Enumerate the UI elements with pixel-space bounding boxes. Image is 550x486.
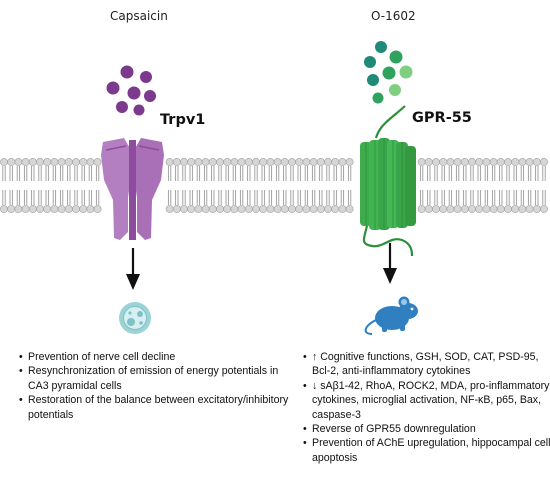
right-arrow	[383, 243, 397, 284]
list-item: Prevention of AChE upregulation, hippoca…	[303, 436, 550, 465]
list-item: Resynchronization of emission of energy …	[19, 364, 298, 393]
list-item: ↓ sAβ1-42, RhoA, ROCK2, MDA, pro-inflamm…	[303, 379, 550, 422]
list-item: Reverse of GPR55 downregulation	[303, 422, 550, 437]
list-item: Prevention of nerve cell decline	[19, 350, 298, 365]
right-title: O-1602	[371, 9, 416, 23]
gpr55-receptor	[360, 105, 416, 257]
gpr55-label: GPR-55	[412, 110, 472, 126]
left-arrow	[126, 248, 140, 290]
mouse-icon	[364, 296, 418, 335]
left-effects-list: Prevention of nerve cell decline Resynch…	[18, 350, 298, 422]
o1602-molecules	[364, 41, 413, 104]
right-effects-list: ↑ Cognitive functions, GSH, SOD, CAT, PS…	[302, 350, 550, 465]
list-item: Restoration of the balance between excit…	[19, 393, 298, 422]
list-item: ↑ Cognitive functions, GSH, SOD, CAT, PS…	[303, 350, 550, 379]
cell-membrane	[0, 158, 548, 213]
capsaicin-molecules	[106, 65, 156, 116]
neuron-cell-icon	[119, 302, 151, 334]
trpv1-channel	[101, 138, 164, 240]
left-title: Capsaicin	[110, 9, 168, 23]
trpv1-label: Trpv1	[160, 112, 206, 128]
